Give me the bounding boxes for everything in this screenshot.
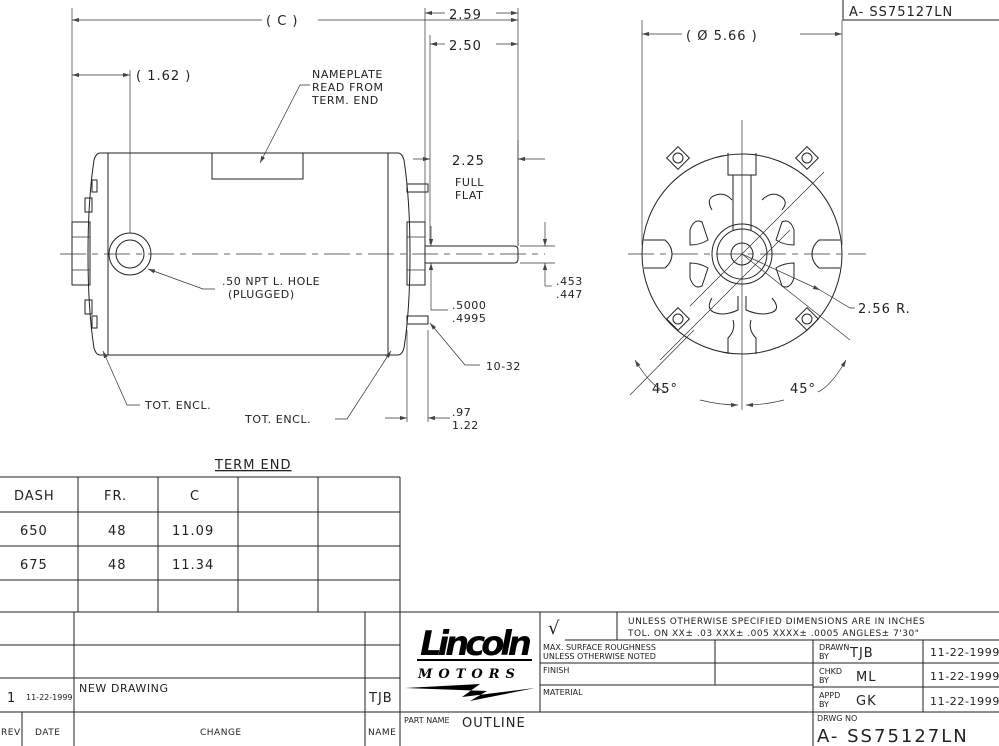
rev-header: REV [1, 728, 21, 738]
angle-left: 45° [652, 382, 678, 397]
tolerance-line-1: UNLESS OTHERWISE SPECIFIED DIMENSIONS AR… [628, 617, 925, 627]
part-name: OUTLINE [462, 716, 526, 731]
approved-label: APPD [819, 691, 840, 700]
dim-122: 1.22 [452, 419, 479, 432]
dim-162: ( 1.62 ) [136, 69, 191, 84]
top-lug [727, 153, 757, 230]
end-bell-hub-right [406, 221, 426, 286]
revision-block: 1 11-22-1999 NEW DRAWING TJB REV DATE CH… [0, 611, 999, 746]
roughness-symbol: √ [548, 618, 560, 639]
stud-top [406, 183, 429, 193]
bottom-lug [727, 319, 757, 354]
svg-text:Lincoln: Lincoln [420, 624, 532, 664]
lincoln-motors-logo: Lincoln MOTORS [405, 624, 535, 701]
dim-4995: .4995 [452, 312, 487, 325]
nameplate-note-1: NAMEPLATE [312, 68, 383, 81]
drawing-number: A- SS75127LN [817, 726, 969, 746]
svg-text:MOTORS: MOTORS [417, 667, 521, 682]
drawn-by: TJB [849, 646, 874, 661]
drawn-date: 11-22-1999 [930, 646, 999, 659]
mounting-holes [665, 145, 820, 332]
rev-name: TJB [368, 691, 393, 706]
nameplate-note-2: READ FROM [312, 81, 384, 94]
surface-note-2: UNLESS OTHERWISE NOTED [543, 652, 656, 661]
checked-label: BY [819, 676, 829, 685]
thread-note: 10-32 [486, 360, 521, 373]
dim-radius: 2.56 R. [858, 302, 911, 317]
table-cell: 48 [108, 524, 127, 539]
dash-table: DASH FR. C 650 48 11.09 675 48 11.34 [0, 476, 401, 612]
change-header: CHANGE [200, 728, 242, 738]
shaft-end [730, 242, 754, 266]
checked-label: CHKD [819, 667, 842, 676]
stud-bottom [406, 315, 429, 325]
dim-566: ( Ø 5.66 ) [686, 29, 758, 44]
tolerance-line-2: TOL. ON XX± .03 XXX± .005 XXXX± .0005 AN… [627, 629, 919, 639]
c-header: C [190, 489, 200, 504]
vent-slots [689, 193, 795, 315]
drawn-label: BY [819, 652, 829, 661]
material-label: MATERIAL [543, 688, 583, 697]
dim-250: 2.50 [449, 39, 482, 54]
drawing-number-label: DRWG NO [817, 714, 857, 723]
right-lug [811, 239, 840, 269]
rev-number: 1 [7, 691, 16, 706]
dim-c: ( C ) [266, 14, 299, 29]
npt-hole-note-2: (PLUGGED) [228, 288, 295, 301]
checked-by: ML [856, 670, 876, 685]
nameplate [211, 152, 304, 180]
approved-date: 11-22-1999 [930, 695, 999, 708]
dash-header: DASH [14, 489, 55, 504]
table-cell: 11.34 [172, 558, 214, 573]
npt-hole-note-1: .50 NPT L. HOLE [222, 275, 320, 288]
top-drawing-number-box: A- SS75127LN [842, 0, 999, 21]
approved-by: GK [856, 694, 877, 709]
finish-label: FINISH [543, 666, 569, 675]
nameplate-note-3: TERM. END [311, 94, 379, 107]
dim-225: 2.25 [452, 154, 485, 169]
full-flat-2: FLAT [455, 189, 484, 202]
end-bell-hub-left [71, 221, 91, 286]
rev-date: 11-22-1999 [26, 693, 73, 702]
top-drawing-number: A- SS75127LN [849, 5, 953, 20]
side-view: ( C ) ( 1.62 ) NAMEPLATE READ FROM TERM.… [60, 8, 583, 432]
angle-right: 45° [790, 382, 816, 397]
title-block: Lincoln MOTORS √ UNLESS OTHERWISE SPECIF… [404, 612, 999, 746]
dim-5000: .5000 [452, 299, 487, 312]
checked-date: 11-22-1999 [930, 670, 999, 683]
part-name-label: PART NAME [404, 716, 450, 725]
approved-label: BY [819, 700, 829, 709]
dim-097: .97 [452, 406, 471, 419]
tot-encl-right: TOT. ENCL. [244, 413, 311, 426]
surface-note-1: MAX. SURFACE ROUGHNESS [543, 643, 656, 652]
table-cell: 11.09 [172, 524, 214, 539]
term-end-label: TERM END [214, 458, 292, 473]
left-lug [644, 239, 673, 269]
end-view: ( Ø 5.66 ) 2.56 R. [628, 20, 911, 410]
dim-259: 2.59 [449, 8, 482, 23]
name-header: NAME [368, 728, 396, 738]
shaft [425, 245, 519, 264]
table-cell: 650 [20, 524, 48, 539]
full-flat-1: FULL [455, 176, 484, 189]
rev-change: NEW DRAWING [79, 682, 169, 695]
fr-header: FR. [104, 489, 127, 504]
table-cell: 675 [20, 558, 48, 573]
dim-453: .453 [556, 275, 583, 288]
dim-447: .447 [556, 288, 583, 301]
table-cell: 48 [108, 558, 127, 573]
drawn-label: DRAWN [819, 643, 849, 652]
date-header: DATE [35, 728, 60, 738]
tot-encl-left: TOT. ENCL. [144, 399, 211, 412]
